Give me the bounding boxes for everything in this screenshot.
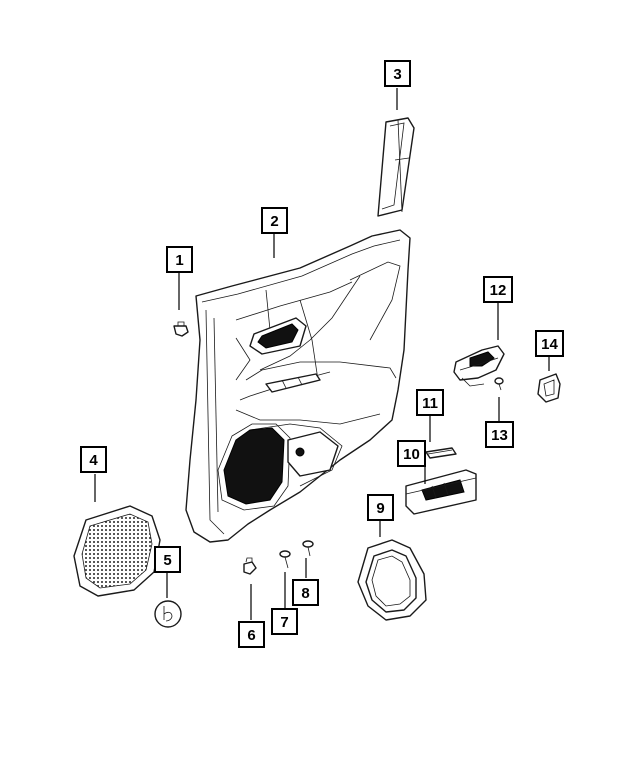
- callout-3: 3: [384, 60, 411, 87]
- callout-8: 8: [292, 579, 319, 606]
- callout-12: 12: [483, 276, 513, 303]
- callout-4: 4: [80, 446, 107, 473]
- callout-12-label: 12: [490, 282, 507, 299]
- speaker-bezel-part: [357, 539, 427, 621]
- screw-part-8: [302, 540, 314, 557]
- callout-5: 5: [154, 546, 181, 573]
- callout-14: 14: [535, 330, 564, 357]
- callout-1-label: 1: [175, 252, 183, 269]
- callout-2: 2: [261, 207, 288, 234]
- callout-6-label: 6: [247, 627, 255, 644]
- callout-11-label: 11: [422, 395, 438, 412]
- callout-13-label: 13: [491, 427, 508, 444]
- callout-7-label: 7: [280, 614, 288, 631]
- screw-part-7: [279, 550, 291, 569]
- callout-5-label: 5: [163, 552, 171, 569]
- push-pin-1: [173, 321, 189, 337]
- push-pin-clip-part: [243, 557, 257, 575]
- callout-9-label: 9: [376, 500, 384, 517]
- door-trim-panel-part: [185, 229, 411, 543]
- callout-3-label: 3: [393, 66, 401, 83]
- speaker-grille-part: [73, 505, 161, 597]
- callout-6: 6: [238, 621, 265, 648]
- callout-2-label: 2: [270, 213, 278, 230]
- switch-bezel-part: [405, 469, 477, 515]
- callout-7: 7: [271, 608, 298, 635]
- callout-4-label: 4: [89, 452, 98, 469]
- speaker-badge-part: [154, 600, 182, 628]
- callout-1: 1: [166, 246, 193, 273]
- handle-bezel-part: [537, 373, 561, 403]
- callout-10: 10: [397, 440, 426, 467]
- screw-part-13: [494, 377, 504, 391]
- callout-13: 13: [485, 421, 514, 448]
- trim-strip-part: [377, 117, 415, 217]
- callout-11: 11: [416, 389, 444, 416]
- door-handle-part: [453, 345, 505, 387]
- callout-8-label: 8: [301, 585, 309, 602]
- callout-9: 9: [367, 494, 394, 521]
- switch-cover-part: [425, 447, 457, 459]
- callout-10-label: 10: [403, 446, 420, 463]
- callout-14-label: 14: [541, 336, 558, 353]
